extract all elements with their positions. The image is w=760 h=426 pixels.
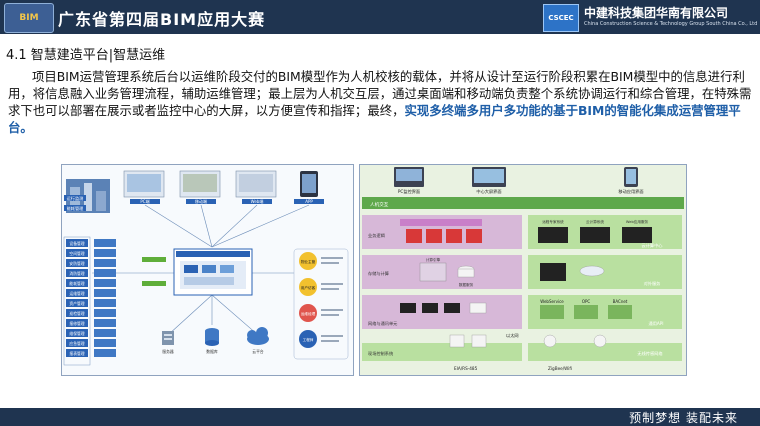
database-icon [205,328,219,346]
paragraph-main: 项目BIM运营管理系统后台以运维阶段交付的BIM模型作为人机校核的载体，并将从设… [8,69,752,118]
layer-2-label: 业务逻辑 [368,232,385,239]
top-label-pc: PC监控界面 [398,188,420,195]
left-label-1: 运行监测 [67,195,84,202]
layers-svg: PC监控界面 中心大屏界面 移动应用界面 人机交互 业务逻辑 远程专家系统 云计… [360,165,686,375]
module-2: 空间管理 [69,251,84,256]
right-layer-4-label: 无线传感网络 [637,350,663,357]
footer-slogan: 预制梦想 装配未来 [629,411,738,425]
top-label-mobile: 移动应用界面 [618,188,643,195]
top-label-4: APP [305,199,313,204]
module-5: 能耗管理 [69,281,84,286]
device-app: APP [294,171,324,204]
module-4: 消防管理 [69,271,84,276]
module-10: 维保管理 [69,331,84,336]
module-1: 设备管理 [69,241,84,246]
right-layer-1-label: 云计算中心 [642,242,664,249]
role-3: 运维经理 [301,311,316,316]
server-label-4: 计算引擎 [426,257,441,262]
module-8: 巡检管理 [69,311,84,316]
bottom-label-2: 服务器 [162,349,174,354]
company-name-en: China Construction Science & Technology … [584,21,758,27]
bus-label-2: ZigBee/Wifi [548,366,572,371]
layered-architecture-diagram: PC监控界面 中心大屏界面 移动应用界面 人机交互 业务逻辑 远程专家系统 云计… [359,164,687,376]
section-title: 4.1 智慧建造平台|智慧运维 [6,48,166,63]
cloud-icon [247,327,269,345]
body-paragraph: 项目BIM运营管理系统后台以运维阶段交付的BIM模型作为人机校核的载体，并将从设… [8,68,752,136]
header-bar: BIM 广东省第四届BIM应用大赛 CSCEC 中建科技集团华南有限公司 Chi… [0,0,760,34]
bottom-label-3: 云平台 [252,349,264,354]
bus-label-1: EIA/RS-485 [454,366,478,371]
system-architecture-diagram: 运行监测 能耗管理 PC端 移动端 Web端 APP [61,164,354,376]
company-name: 中建科技集团华南有限公司 [584,6,729,20]
role-2: 用户访客 [301,285,316,290]
device-pc: PC端 [123,170,165,204]
server-label-3: Web应用服务 [626,219,649,224]
layer-hmi [362,197,684,209]
server-label-2: 云计算系统 [586,219,604,224]
server-label-1: 远程专家系统 [542,219,564,224]
paragraph-highlight: 实现多终端多用户多功能的基于BIM的智能化集成运营管理平台。 [8,103,741,135]
role-1: 物业主管 [301,259,316,264]
right-layer-2-label: 对外服务 [644,280,662,287]
layer-network [362,295,522,329]
module-6: 运维管理 [69,291,84,296]
device-web: Web端 [235,170,277,204]
api-label-1: WebService [540,299,564,304]
module-11: 应急管理 [69,341,84,346]
role-4: 工程师 [303,337,314,342]
cscec-logo: CSCEC [543,4,579,32]
left-label-2: 能耗管理 [67,205,85,212]
architecture-svg: 运行监测 能耗管理 PC端 移动端 Web端 APP [62,165,353,375]
top-label-2: 移动端 [195,198,207,204]
bottom-label-1: 数据库 [206,349,218,354]
module-list-left [63,236,91,366]
layer-3-label: 存储与计算 [368,270,389,277]
ethernet-label: 以太网 [506,332,519,339]
api-label-2: OPC [582,299,591,304]
contest-title: 广东省第四届BIM应用大赛 [58,10,266,29]
layer-4-label: 网络与通讯单元 [368,320,397,327]
module-12: 报表管理 [69,351,84,356]
layer-5-label: 现场控制系统 [368,350,393,357]
module-3: 安防管理 [69,261,84,266]
bim-contest-logo: BIM [4,3,54,33]
server-icon [162,331,174,345]
module-7: 资产管理 [69,301,84,306]
server-label-5: 数据服务 [459,282,474,287]
device-mobile: 移动端 [179,170,221,204]
footer-bar: 预制梦想 装配未来 [0,408,760,426]
layer-1-label: 人机交互 [370,201,389,208]
api-label-3: BACnet [613,299,628,304]
top-label-3: Web端 [251,198,264,204]
role-list [293,248,349,360]
wireless-layer [528,343,682,361]
module-9: 报修管理 [69,321,84,326]
top-label-1: PC端 [140,198,149,204]
layer-field [362,343,522,361]
logo-text: BIM [19,13,39,23]
right-layer-3-label: 通用API [649,320,664,327]
top-label-screen: 中心大屏界面 [476,188,501,195]
